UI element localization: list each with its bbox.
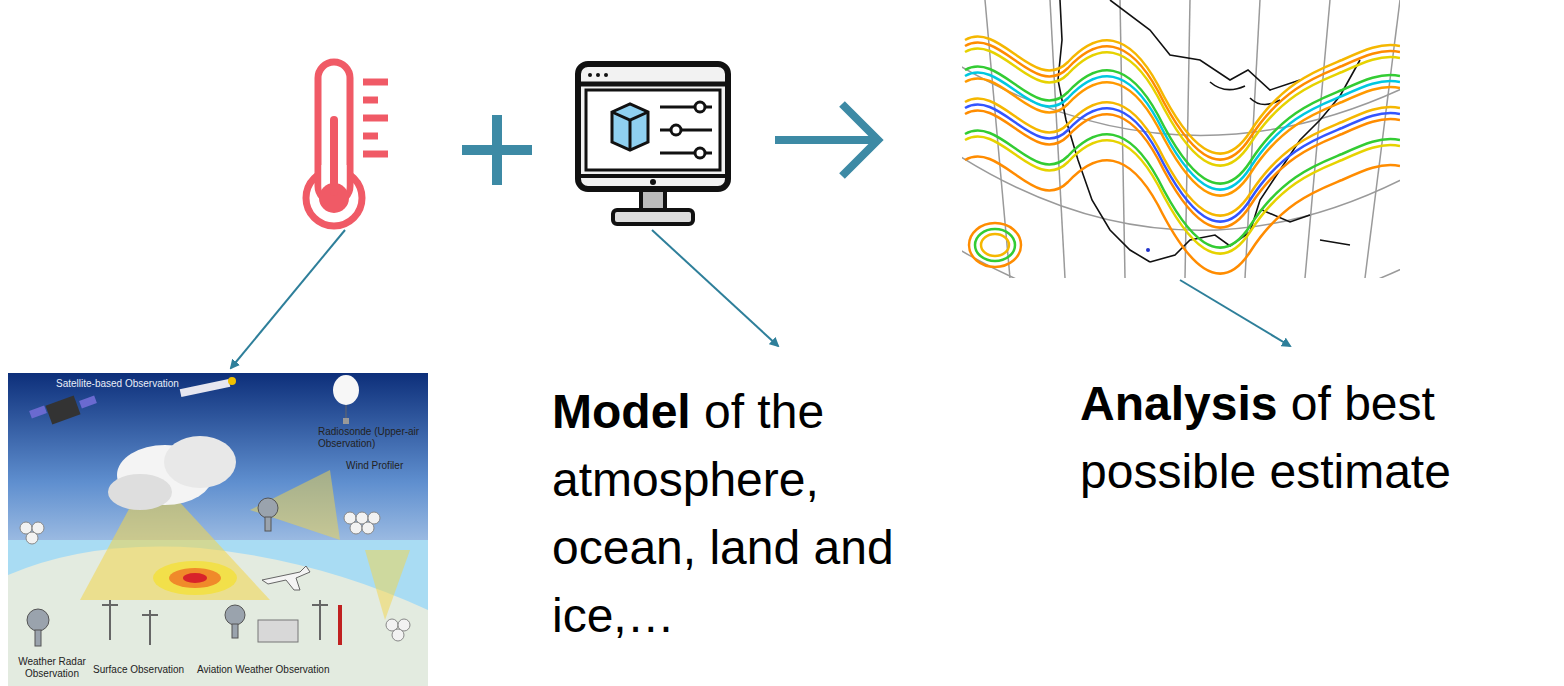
result-arrow xyxy=(775,104,878,176)
sensor-label: Radiosonde (Upper-air Observation) xyxy=(318,426,426,449)
sensor-label: Surface Observation xyxy=(92,664,185,676)
sensor-label: Aviation Weather Observation xyxy=(196,664,330,676)
bold-term: Model xyxy=(552,385,691,438)
plus-sign xyxy=(462,115,532,185)
analysis-caption: Analysis of best possible estimate xyxy=(1080,370,1554,506)
model-caption: Model of the atmosphere, ocean, land and… xyxy=(552,378,952,650)
bold-term: Analysis xyxy=(1080,377,1277,430)
thermometer-icon xyxy=(306,62,388,226)
sensor-label: Weather Radar Observation xyxy=(12,656,92,679)
observation-illustration xyxy=(8,373,428,686)
analysis-map xyxy=(962,0,1400,278)
sensor-label: Satellite-based Observation xyxy=(56,378,179,390)
leader-lines xyxy=(231,230,1290,368)
sensor-label: Wind Profiler xyxy=(346,460,403,472)
computer-icon xyxy=(578,64,728,224)
